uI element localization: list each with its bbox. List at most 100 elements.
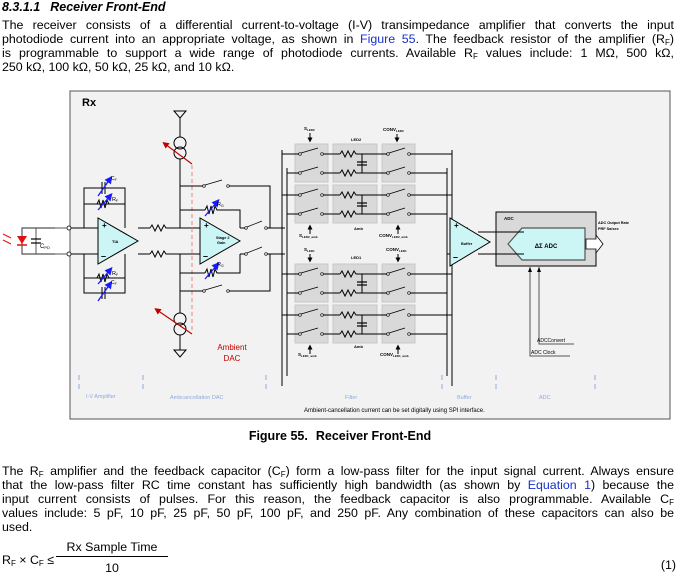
s-led2-amb-label: SLED2_amb [299, 233, 318, 239]
adc-clock-label: ADC Clock [531, 350, 556, 356]
svg-text:Buffer: Buffer [461, 242, 473, 246]
switch-blade [388, 188, 406, 195]
conv-led2-label: CONVLED2 [383, 127, 404, 133]
led2-label: LED2 [351, 137, 362, 142]
conv-led1-amb-label: CONVLED1_amb [380, 352, 409, 358]
paragraph-line: photodiode current into an appropriate v… [2, 32, 674, 47]
filter-resistor [339, 288, 387, 298]
paragraph-line: values include: 5 pF, 10 pF, 25 pF, 50 p… [2, 506, 674, 520]
section-number: 8.3.1.1 [2, 0, 41, 14]
equation-number: (1) [660, 558, 676, 572]
switch-contact [407, 291, 411, 295]
conv-led1-label: CONVLED1 [386, 247, 407, 253]
paragraph-line: input current consists of pulses. For th… [2, 492, 674, 507]
filter-resistor [339, 310, 387, 320]
section-ambcancellation-dac: Ambcancellation DAC [170, 395, 224, 401]
rg-resistor-top [204, 204, 220, 215]
sample-switch-box [294, 184, 329, 224]
svg-text:DAC: DAC [224, 354, 241, 363]
adc-convert-label: ADCConvert [537, 338, 566, 344]
rc-filter-box [332, 143, 378, 183]
switch-contact [407, 152, 411, 156]
rx-label: Rx [82, 97, 97, 109]
switch-contact [298, 171, 302, 175]
equation-1-link[interactable]: Equation 1 [527, 478, 591, 492]
photodiode-input: CPD [2, 225, 72, 257]
switch-contact [298, 193, 302, 197]
switch-blade [388, 327, 406, 334]
switch-blade [388, 207, 406, 214]
s-led1-amb-label: SLED1_amb [298, 352, 317, 358]
ground-icon [172, 349, 188, 358]
figure-caption: Figure 55.Receiver Front-End [0, 429, 680, 443]
switch-contact [298, 152, 302, 156]
section-labels: I-V Amplifier Ambcancellation DAC Filter… [86, 394, 551, 401]
switch-contact [298, 313, 302, 317]
switch-contact [320, 152, 324, 156]
stage2-gain-amplifier: + – Stage 2 Gain [199, 217, 242, 265]
adc-output-arrow-icon [585, 233, 604, 255]
cf-label-top: CF [111, 176, 117, 182]
amb-label-top: Amb [354, 226, 363, 231]
led1-label: LED1 [351, 255, 362, 260]
photodiode-icon [17, 236, 27, 244]
switch-contact [407, 193, 411, 197]
section-dividers [78, 375, 596, 389]
svg-text:+: + [204, 221, 209, 230]
rf-label-top: RF [112, 197, 118, 203]
paragraph-filter-description: The RF amplifier and the feedback capaci… [2, 464, 674, 534]
switch-contact [407, 272, 411, 276]
rg-resistor-bottom [204, 267, 220, 278]
cpd-label: CPD [40, 244, 50, 250]
switch-blade [388, 147, 406, 154]
switch-blade [388, 166, 406, 173]
svg-text:+: + [454, 221, 459, 230]
switch-contact [320, 313, 324, 317]
equation-denominator: 10 [105, 561, 119, 575]
svg-text:–: – [453, 252, 458, 262]
paragraph-line: The receiver consists of a differential … [2, 18, 674, 32]
switch-contact [320, 193, 324, 197]
svg-text:ADC: ADC [504, 216, 514, 221]
switch-contact [320, 272, 324, 276]
rf-label-bottom: RF [112, 271, 118, 277]
switch-blade [300, 188, 319, 195]
convert-switch-box [381, 143, 416, 183]
switch-blade [300, 327, 319, 334]
switch-blade [388, 308, 406, 315]
svg-text:+: + [102, 221, 107, 230]
switch-contact [407, 332, 411, 336]
switch-blade [300, 166, 319, 173]
switch-blade [388, 286, 406, 293]
filter-resistor [339, 329, 387, 339]
switch-contact [407, 212, 411, 216]
input-resistor-bottom [149, 249, 168, 259]
delta-sigma-adc [507, 227, 586, 261]
feedback-network-top: CF RF [96, 175, 118, 211]
switch-contact [386, 152, 390, 156]
svg-text:–: – [101, 251, 106, 261]
switch-contact [407, 313, 411, 317]
switch-contact [386, 193, 390, 197]
paragraph-line: used. [2, 520, 33, 534]
switch-blade [300, 308, 319, 315]
switch-contact [386, 212, 390, 216]
paragraph-line: is programmable to support a wide range … [2, 46, 674, 61]
receiver-diagram: Rx CPD CF RF [2, 90, 671, 420]
paragraph-line: 250 kΩ, 100 kΩ, 50 kΩ, 25 kΩ, and 10 kΩ. [2, 60, 235, 74]
section-adc: ADC [539, 395, 551, 401]
buffer-amplifier: + – Buffer [449, 217, 491, 267]
sample-switch-box [294, 143, 329, 183]
filter-resistor [339, 190, 387, 200]
switch-contact [298, 212, 302, 216]
s-led1-label: SLED1 [304, 247, 315, 253]
switch-blade [300, 267, 319, 274]
sample-switch-box [294, 304, 329, 344]
input-resistor-top [149, 223, 168, 233]
feedback-network-bottom: RF CF [96, 267, 118, 302]
switch-contact [298, 332, 302, 336]
ambient-dac-label: Ambient [217, 343, 247, 352]
figure-55-link[interactable]: Figure 55 [360, 32, 416, 46]
rc-filter-box [332, 263, 378, 303]
